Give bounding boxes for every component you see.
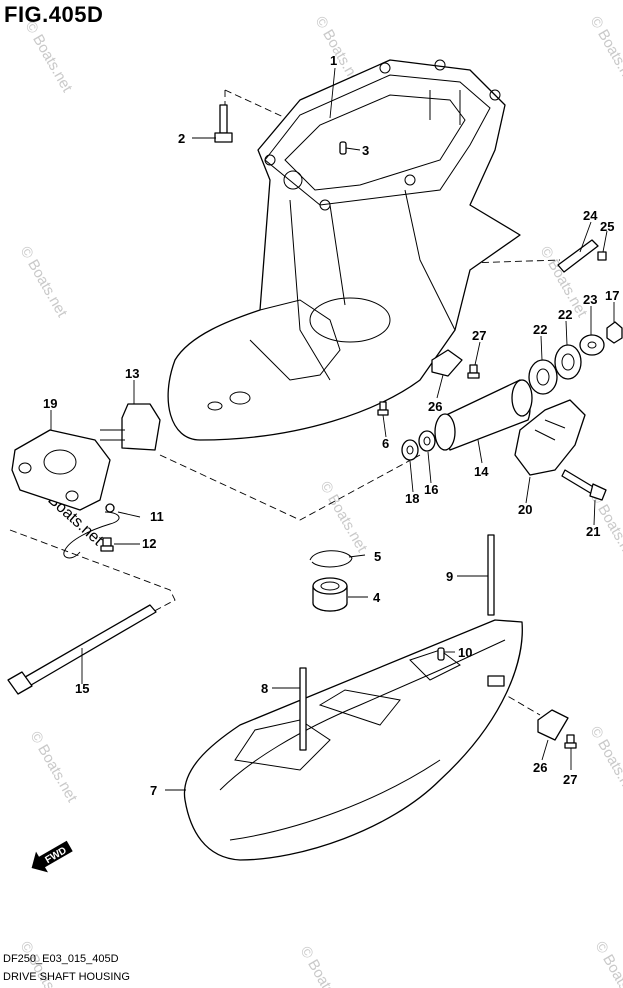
part-circlip-5 [309, 550, 353, 568]
part-anode-26b [537, 709, 569, 741]
callouts: 1 2 3 13 19 6 11 12 5 4 9 10 15 8 7 14 1… [43, 53, 619, 798]
watermark: © Boats.net [587, 14, 623, 91]
part-anode-24 [557, 239, 599, 273]
callout-18: 18 [405, 491, 419, 506]
figure-footer: DF250_E03_015_405D DRIVE SHAFT HOUSING [3, 950, 130, 986]
callout-8: 8 [261, 681, 268, 696]
callout-27a: 27 [472, 328, 486, 343]
callout-10: 10 [458, 645, 472, 660]
watermark: © Boats.net [587, 724, 623, 801]
figure-title: FIG.405D [4, 2, 104, 27]
callout-11: 11 [150, 509, 164, 524]
figure-code: DF250_E03_015_405D [3, 953, 119, 965]
callout-21: 21 [586, 524, 600, 539]
callout-27b: 27 [563, 772, 577, 787]
part-washer-23 [579, 334, 605, 356]
part-connector-13 [100, 403, 161, 451]
part-screw-27a [467, 364, 480, 379]
callout-4: 4 [373, 590, 381, 605]
part-cylinder-14 [434, 379, 533, 451]
watermark: © Boats.net [317, 479, 371, 556]
callout-23: 23 [583, 292, 597, 307]
part-screw-12 [100, 537, 114, 552]
part-screw-25 [597, 251, 607, 261]
callout-26b: 26 [533, 760, 547, 775]
callout-22b: 22 [558, 307, 572, 322]
fwd-direction-badge: FWD [31, 840, 73, 873]
part-nut-17 [606, 321, 623, 344]
watermark: © Boats.net [17, 244, 71, 321]
part-screw-11 [105, 503, 115, 513]
part-stud-8 [299, 667, 307, 751]
fwd-label: FWD [43, 845, 68, 866]
callout-20: 20 [518, 502, 532, 517]
leader-lines [50, 67, 615, 791]
callout-24: 24 [583, 208, 598, 223]
callout-7: 7 [150, 783, 157, 798]
part-nut-4 [312, 577, 348, 612]
part-bolt-21 [561, 469, 607, 501]
part-drive-shaft-housing [167, 59, 521, 441]
part-bracket-19 [11, 429, 111, 511]
part-mount-20 [514, 399, 586, 476]
part-washer-22a [528, 359, 558, 395]
part-screw-27b [564, 734, 577, 749]
watermark: © Boats.net [592, 939, 623, 988]
callout-1: 1 [330, 53, 337, 68]
part-pin-10 [437, 647, 445, 661]
part-stud-9 [487, 534, 495, 616]
callout-12: 12 [142, 536, 156, 551]
callout-25: 25 [600, 219, 614, 234]
watermark: © Boats.net [22, 19, 76, 96]
callout-17: 17 [605, 288, 619, 303]
callout-3: 3 [362, 143, 369, 158]
part-clamp-11 [63, 511, 120, 559]
callout-15: 15 [75, 681, 89, 696]
part-bolt-6 [377, 401, 389, 416]
callout-22a: 22 [533, 322, 547, 337]
watermark: © Boats.net [297, 944, 351, 988]
callout-6: 6 [382, 436, 389, 451]
callout-16: 16 [424, 482, 438, 497]
part-bolt-2 [214, 104, 233, 143]
part-pin-3 [339, 141, 347, 155]
part-long-bolt-15 [7, 604, 157, 695]
part-washer-16 [418, 430, 436, 452]
callout-14: 14 [474, 464, 489, 479]
part-washer-22b [554, 344, 582, 380]
callout-19: 19 [43, 396, 57, 411]
watermark: © Boats.net [27, 729, 81, 806]
callout-26a: 26 [428, 399, 442, 414]
callout-9: 9 [446, 569, 453, 584]
callout-2: 2 [178, 131, 185, 146]
callout-5: 5 [374, 549, 381, 564]
part-washer-18 [401, 439, 419, 461]
part-lower-housing [183, 619, 523, 861]
callout-13: 13 [125, 366, 139, 381]
part-anode-26a [431, 349, 463, 377]
figure-caption: DRIVE SHAFT HOUSING [3, 971, 130, 983]
